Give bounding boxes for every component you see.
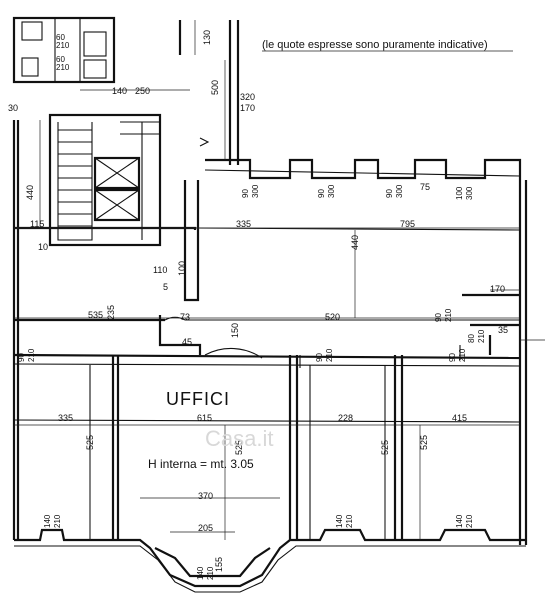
dim-73: 73	[180, 312, 190, 322]
dim-150: 150	[230, 323, 240, 338]
dim-335a: 335	[236, 219, 251, 229]
dim-235: 235	[106, 305, 116, 320]
window-b1-h: 210	[53, 514, 62, 528]
wc-block: 60 210 60 210	[12, 16, 116, 84]
door-5-h: 210	[477, 329, 486, 343]
window-1-h: 300	[251, 184, 260, 198]
window-b4-w: 140	[196, 566, 205, 580]
window-2-h: 300	[327, 184, 336, 198]
wc-door-1-h: 210	[56, 41, 70, 50]
dim-155: 155	[214, 557, 224, 572]
dim-320: 320	[240, 92, 255, 102]
dim-535: 535	[88, 310, 103, 320]
dimension-lines	[14, 20, 545, 540]
window-4-h: 300	[465, 186, 474, 200]
dim-250: 250	[135, 86, 150, 96]
dim-115: 115	[30, 219, 44, 229]
dim-525c: 525	[380, 440, 390, 455]
window-3-h: 300	[395, 184, 404, 198]
dim-415: 415	[452, 413, 467, 423]
door-3-h: 210	[458, 348, 467, 362]
dim-440b: 440	[350, 235, 360, 250]
dim-335b: 335	[58, 413, 73, 423]
elevator-2	[93, 188, 141, 222]
wc-door-1-w: 60	[56, 33, 65, 42]
door-4-h: 210	[444, 308, 453, 322]
door-2-w: 90	[315, 353, 324, 362]
dim-500: 500	[210, 80, 220, 95]
elevator-1	[93, 156, 141, 190]
dim-525b: 525	[234, 440, 244, 455]
dim-100: 100	[177, 261, 187, 276]
door-2-h: 210	[325, 348, 334, 362]
watermark: Casa.it	[205, 426, 273, 451]
dim-615: 615	[197, 413, 212, 423]
window-b4-h: 210	[206, 566, 215, 580]
dim-140: 140	[112, 86, 127, 96]
dim-795: 795	[400, 219, 415, 229]
dim-370: 370	[198, 491, 213, 501]
door-5-w: 80	[467, 334, 476, 343]
dim-130: 130	[202, 30, 212, 45]
window-3-w: 90	[385, 189, 394, 198]
door-4-w: 90	[434, 313, 443, 322]
stair-core	[48, 113, 210, 247]
door-swings	[164, 316, 461, 368]
internal-height-label: H interna = mt. 3.05	[148, 457, 254, 471]
window-b3-w: 140	[455, 514, 464, 528]
dim-440a: 440	[25, 185, 35, 200]
dimension-labels: 130 250 140 500 320 170 30 440 115 335 7…	[8, 30, 508, 572]
window-b1-w: 140	[43, 514, 52, 528]
dim-228: 228	[338, 413, 353, 423]
dim-75: 75	[420, 182, 430, 192]
dim-170b: 170	[490, 284, 505, 294]
dim-525d: 525	[419, 435, 429, 450]
dim-5: 5	[163, 282, 168, 292]
dim-35: 35	[498, 325, 508, 335]
dim-525a: 525	[85, 435, 95, 450]
window-2-w: 90	[317, 189, 326, 198]
window-b2-h: 210	[345, 514, 354, 528]
dim-170a: 170	[240, 103, 255, 113]
wc-door-2-h: 210	[56, 63, 70, 72]
opening-labels: 90 300 90 300 90 300 100 300 90 210 90 2…	[17, 184, 486, 580]
dim-520: 520	[325, 312, 340, 322]
door-1-h: 210	[27, 348, 36, 362]
window-4-w: 100	[455, 186, 464, 200]
dim-10: 10	[38, 242, 48, 252]
door-1-w: 90	[17, 353, 26, 362]
building-walls	[12, 120, 528, 593]
door-3-w: 90	[448, 353, 457, 362]
wc-door-2-w: 60	[56, 55, 65, 64]
dim-205: 205	[198, 523, 213, 533]
room-label-uffici: UFFICI	[166, 389, 230, 409]
window-b3-h: 210	[465, 514, 474, 528]
dim-45: 45	[182, 337, 192, 347]
dim-110: 110	[153, 265, 167, 275]
window-b2-w: 140	[335, 514, 344, 528]
disclaimer-note: (le quote espresse sono puramente indica…	[262, 39, 488, 51]
dim-30: 30	[8, 103, 18, 113]
window-1-w: 90	[241, 189, 250, 198]
